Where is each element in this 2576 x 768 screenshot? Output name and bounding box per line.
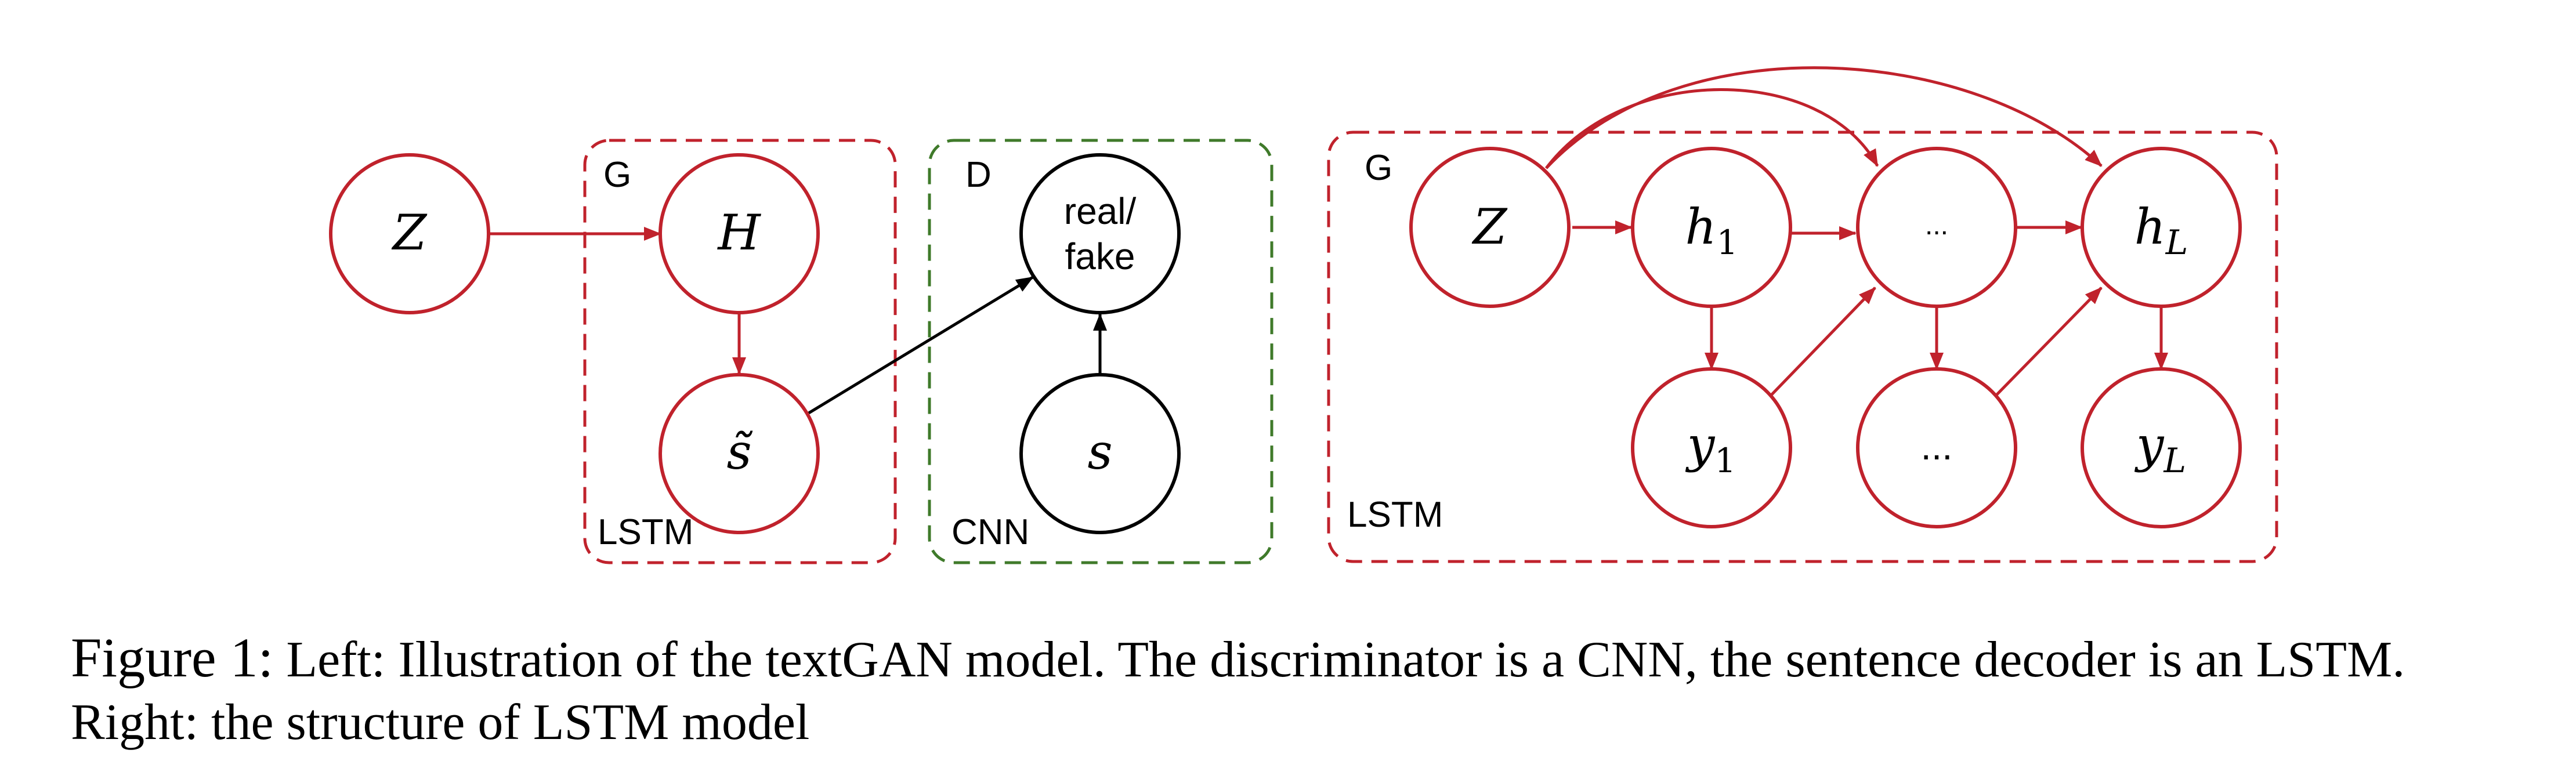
node-real-fake-line2: fake — [1065, 236, 1135, 277]
edge-z-to-hmid-curve — [1545, 88, 1879, 169]
discriminator-label: D — [965, 155, 992, 195]
node-y-mid: ... — [1856, 367, 2017, 528]
lstm-structure-sublabel: LSTM — [1347, 495, 1443, 535]
lstm-structure-label: G — [1365, 148, 1392, 188]
figure-caption: Figure 1: Left: Illustration of the text… — [71, 626, 2542, 754]
edge-s-tilde-to-output — [808, 276, 1034, 415]
node-yL-label: yL — [2134, 416, 2186, 480]
node-s: s — [1019, 373, 1181, 534]
node-h1-subscript: 1 — [1717, 223, 1738, 262]
node-z-left-label: Z — [391, 204, 428, 261]
node-z-right-label: Z — [1471, 198, 1508, 255]
node-z-right: Z — [1409, 147, 1571, 308]
node-hL-subscript: L — [2165, 223, 2188, 262]
discriminator-box — [928, 139, 1273, 564]
node-y1-subscript: 1 — [1714, 441, 1736, 480]
node-s-tilde-label: s̃ — [726, 423, 752, 480]
node-hL-label: hL — [2134, 198, 2188, 262]
node-s-tilde: s̃ — [659, 373, 820, 534]
node-hL: hL — [2081, 147, 2242, 308]
caption-text: Left: Illustration of the textGAN model.… — [71, 632, 2405, 751]
generator-box — [583, 139, 897, 564]
generator-sublabel: LSTM — [598, 512, 693, 552]
node-h: H — [659, 153, 820, 314]
edge-z-to-hL-curve — [1545, 66, 2103, 169]
generator-label: G — [603, 155, 631, 195]
node-h1-label: h1 — [1685, 198, 1738, 262]
edge-y1-to-hmid — [1770, 287, 1876, 397]
caption-prefix: Figure 1: — [71, 626, 274, 689]
node-real-fake-line1: real/ — [1064, 190, 1137, 232]
node-y-mid-label: ... — [1920, 425, 1952, 468]
node-h1: h1 — [1631, 147, 1792, 308]
node-y1-label: y1 — [1685, 416, 1736, 480]
node-h-mid: ... — [1856, 147, 2017, 308]
lstm-structure-box — [1327, 131, 2278, 563]
discriminator-sublabel: CNN — [951, 512, 1029, 552]
node-h-mid-label: ... — [1925, 210, 1948, 241]
edge-ymid-to-hL — [1995, 287, 2103, 397]
node-h-label: H — [717, 204, 761, 261]
node-s-label: s — [1087, 423, 1112, 480]
node-real-fake: real/ fake — [1019, 153, 1181, 314]
node-yL: yL — [2081, 367, 2242, 528]
node-yL-subscript: L — [2163, 441, 2186, 480]
node-y1: y1 — [1631, 367, 1792, 528]
node-z-left: Z — [329, 153, 490, 314]
